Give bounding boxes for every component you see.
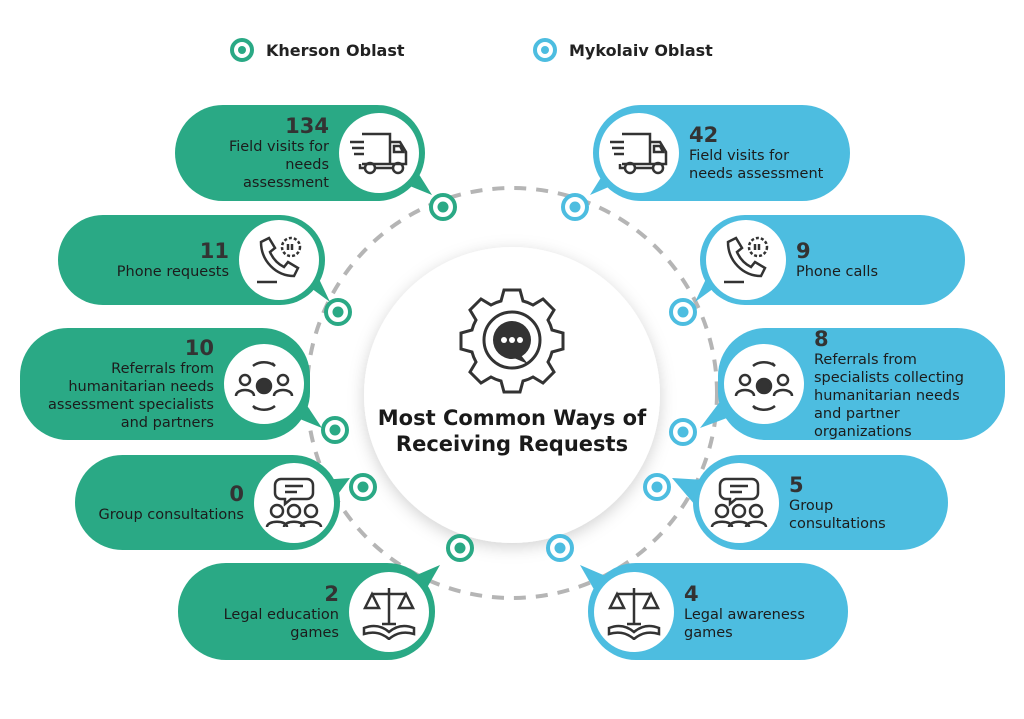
item-value: 9 <box>796 239 811 263</box>
item-label: Group consultations <box>789 497 886 532</box>
people-globe-icon <box>224 344 304 424</box>
ring-marker-icon <box>669 298 697 326</box>
people-globe-icon <box>724 344 804 424</box>
scales-book-icon <box>349 571 429 652</box>
legend-marker-icon <box>533 38 557 62</box>
legend-marker-icon <box>230 38 254 62</box>
ring-marker-icon <box>321 416 349 444</box>
legend-label: Mykolaiv Oblast <box>569 40 713 60</box>
truck-icon <box>599 113 679 193</box>
gear-chat-icon <box>459 288 565 394</box>
ring-marker-icon <box>561 193 589 221</box>
item-value: 8 <box>814 327 829 351</box>
item-label: Phone calls <box>796 264 878 280</box>
phone-icon <box>239 220 319 300</box>
item-label: Field visits for needs assessment <box>228 139 329 191</box>
center-title: Most Common Ways of Receiving Requests <box>377 406 647 456</box>
center-circle <box>364 247 660 543</box>
legend-mykolaiv: Mykolaiv Oblast <box>533 38 713 62</box>
ring-marker-icon <box>643 473 671 501</box>
legend-kherson: Kherson Oblast <box>230 38 405 62</box>
ring-marker-icon <box>324 298 352 326</box>
group-chat-icon <box>699 462 779 543</box>
ring-marker-icon <box>349 473 377 501</box>
item-label: Legal awareness games <box>684 606 805 641</box>
item-value: 134 <box>285 114 329 138</box>
ring-marker-icon <box>669 418 697 446</box>
truck-icon <box>339 113 419 193</box>
item-value: 2 <box>324 581 339 606</box>
item-value: 10 <box>184 336 214 360</box>
ring-marker-icon <box>446 534 474 562</box>
legend-label: Kherson Oblast <box>266 40 405 60</box>
item-value: 4 <box>684 581 699 606</box>
group-chat-icon <box>254 462 334 543</box>
scales-book-icon <box>594 571 674 652</box>
item-label: Group consultations <box>98 506 244 523</box>
item-label: Field visits for needs assessment <box>689 148 824 182</box>
phone-icon <box>706 220 786 300</box>
item-value: 42 <box>689 123 719 147</box>
item-label: Legal education games <box>223 606 339 641</box>
item-value: 11 <box>199 239 229 263</box>
ring-marker-icon <box>546 534 574 562</box>
item-label: Referrals from humanitarian needs assess… <box>48 361 214 431</box>
item-value: 0 <box>229 481 244 506</box>
ring-marker-icon <box>429 193 457 221</box>
item-label: Phone requests <box>116 264 229 280</box>
item-label: Referrals from specialists collecting hu… <box>814 352 964 440</box>
item-value: 5 <box>789 472 804 497</box>
